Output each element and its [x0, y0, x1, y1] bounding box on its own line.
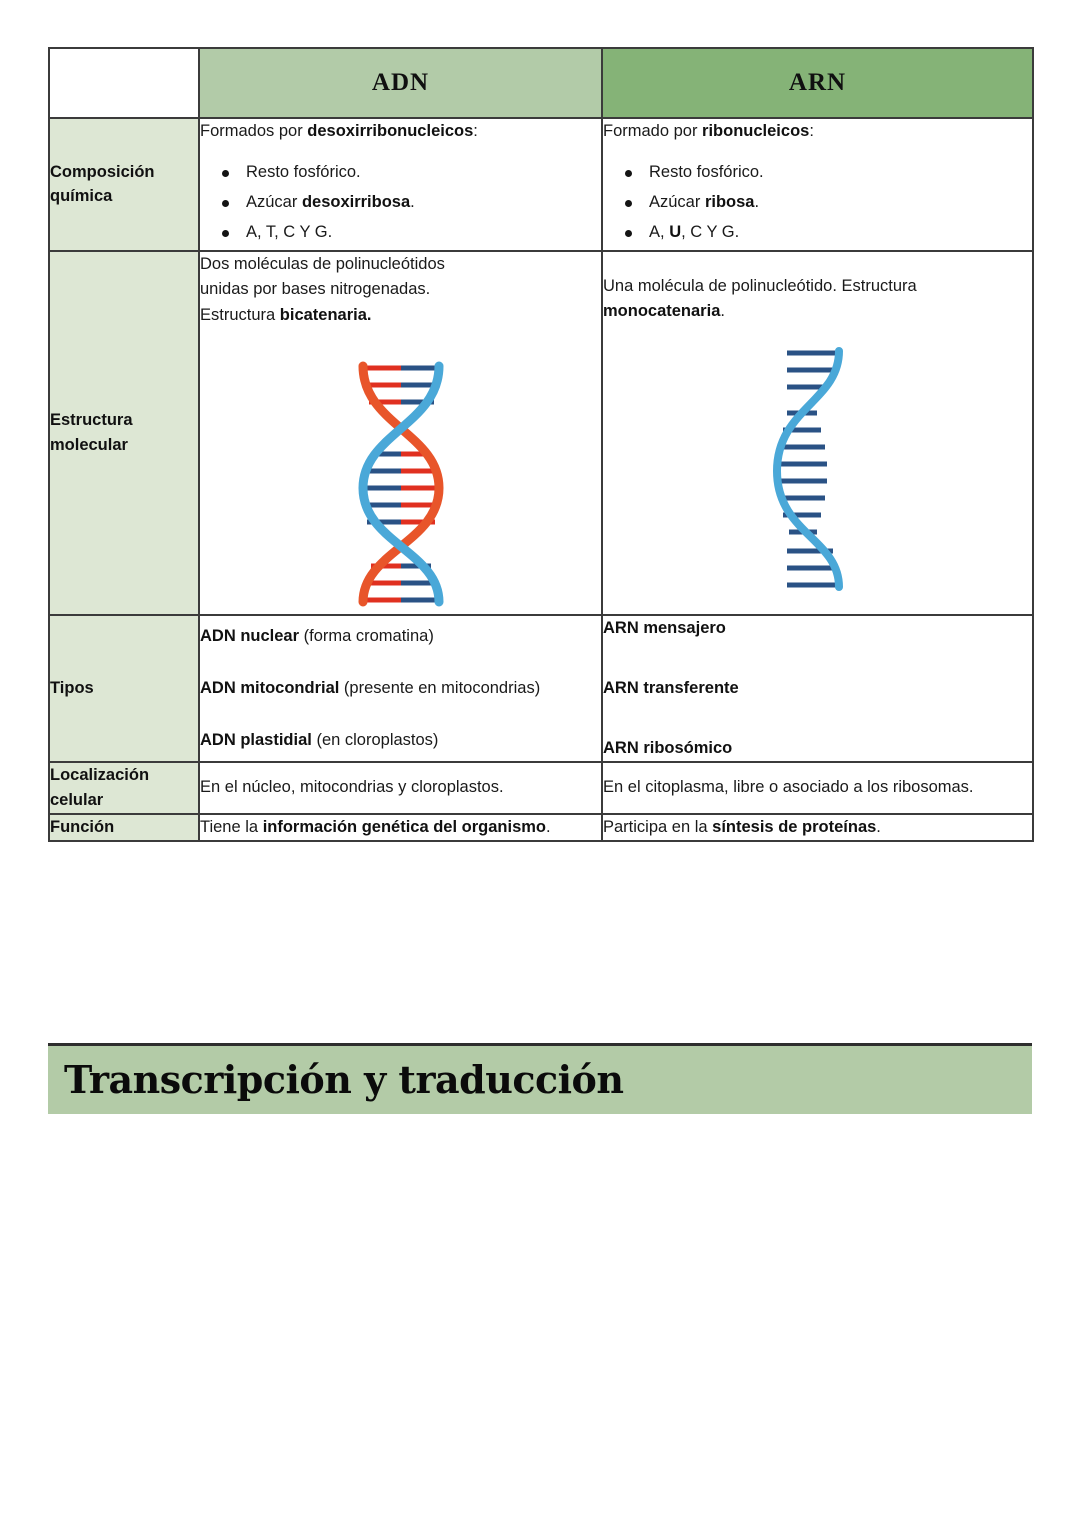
bullet-text: Resto fosfórico. [649, 162, 764, 181]
adn-estructura-line3-bold: bicatenaria. [279, 305, 372, 324]
table-header-row: ADN ARN [48, 47, 1034, 119]
arn-funcion-bold: síntesis de proteínas [712, 817, 877, 836]
adn-funcion-plain: Tiene la [200, 817, 263, 836]
arn-lead-tail: : [809, 122, 814, 140]
section-banner: Transcripción y traducción [48, 1043, 1032, 1114]
adn-tipo-item: ADN mitocondrial (presente en mitocondri… [200, 676, 601, 702]
row-label-funcion: Función [48, 812, 200, 843]
adn-tipo-bold: ADN mitocondrial [200, 678, 340, 697]
adn-lead-bold: desoxirribonucleicos [307, 122, 474, 140]
arn-estructura-line1: Una molécula de polinucleótido. Estructu… [603, 276, 917, 295]
adn-funcion-tail: . [546, 817, 551, 836]
adn-tipo-bold: ADN nuclear [200, 627, 300, 646]
cell-adn-composicion: Formados por desoxirribonucleicos: Resto… [198, 117, 603, 252]
row-label-localizacion-celular: Localización celular [48, 761, 200, 815]
list-item: Azúcar desoxirribosa. [220, 189, 601, 215]
adn-lead-plain: Formados por [200, 122, 308, 140]
dna-figure-wrapper [200, 354, 601, 614]
adn-lead-tail: : [473, 122, 478, 140]
row-label-tipos: Tipos [48, 614, 200, 764]
bullet-bold: U [669, 223, 682, 242]
dna-strand-orange [358, 361, 444, 607]
bullet-text: Azúcar [649, 192, 705, 211]
list-item: Azúcar ribosa. [623, 189, 1032, 215]
adn-tipo-item: ADN nuclear (forma cromatina) [200, 624, 601, 650]
arn-funcion-plain: Participa en la [603, 817, 713, 836]
adn-tipo-plain: (en cloroplastos) [311, 730, 439, 749]
section-title: Transcripción y traducción [64, 1057, 624, 1102]
cell-adn-localizacion: En el núcleo, mitocondrias y cloroplasto… [198, 761, 603, 815]
table-row-tipos: Tipos ADN nuclear (forma cromatina) ADN … [48, 614, 1034, 764]
arn-tipo-item: ARN transferente [603, 676, 1032, 702]
adn-estructura-line3: Estructura bicatenaria. [200, 303, 601, 329]
adn-estructura-line2: unidas por bases nitrogenadas. [200, 280, 431, 299]
table-row-funcion: Función Tiene la información genética de… [48, 812, 1034, 843]
header-arn: ARN [601, 47, 1034, 119]
arn-tipo-item: ARN mensajero [603, 616, 1032, 642]
bullet-bold: desoxirribosa [301, 192, 411, 211]
bullet-text: Azúcar [246, 192, 302, 211]
cell-arn-composicion: Formado por ribonucleicos: Resto fosfóri… [601, 117, 1034, 252]
arn-composicion-bullets: Resto fosfórico. Azúcar ribosa. A, U, C … [603, 159, 1032, 246]
arn-composicion-lead: Formado por ribonucleicos: [603, 119, 1032, 145]
bullet-tail: . [754, 192, 760, 211]
bullet-tail: . [410, 192, 415, 211]
adn-composicion-lead: Formados por desoxirribonucleicos: [200, 119, 601, 145]
arn-tipo-bold: ARN transferente [603, 678, 739, 697]
arn-estructura-line2-tail: . [720, 302, 725, 321]
cell-arn-tipos: ARN mensajero ARN transferente ARN ribos… [601, 614, 1034, 764]
header-adn: ADN [198, 47, 603, 119]
cell-adn-tipos: ADN nuclear (forma cromatina) ADN mitoco… [198, 614, 603, 764]
arn-tipo-bold: ARN ribosómico [603, 738, 733, 757]
row-label-composicion-quimica: Composición química [48, 117, 200, 252]
arn-estructura-line2: monocatenaria. [603, 299, 1032, 325]
adn-arn-comparison-table: ADN ARN Composición química Formados por… [48, 47, 1034, 843]
arn-funcion-tail: . [876, 817, 881, 836]
rna-strand-blue [772, 346, 843, 591]
cell-arn-localizacion: En el citoplasma, libre o asociado a los… [601, 761, 1034, 815]
arn-tipo-bold: ARN mensajero [603, 619, 726, 638]
header-empty-cell [48, 47, 200, 119]
adn-tipo-item: ADN plastidial (en cloroplastos) [200, 728, 601, 754]
list-item: Resto fosfórico. [220, 159, 601, 185]
bullet-text: A, T, C Y G. [246, 223, 333, 242]
dna-strand-blue [357, 361, 443, 607]
arn-lead-bold: ribonucleicos [702, 122, 810, 140]
list-item: Resto fosfórico. [623, 159, 1032, 185]
cell-adn-funcion: Tiene la información genética del organi… [198, 812, 603, 843]
bullet-text: Resto fosfórico. [246, 162, 361, 181]
bullet-text: A, [649, 223, 670, 242]
adn-tipo-plain: (presente en mitocondrias) [339, 678, 541, 697]
cell-arn-funcion: Participa en la síntesis de proteínas. [601, 812, 1034, 843]
arn-estructura-line2-bold: monocatenaria [603, 302, 721, 321]
cell-arn-estructura: Una molécula de polinucleótido. Estructu… [601, 249, 1034, 617]
bullet-bold: ribosa [704, 192, 755, 211]
table-row-estructura-molecular: Estructura molecular Dos moléculas de po… [48, 249, 1034, 617]
adn-tipo-plain: (forma cromatina) [299, 627, 434, 646]
adn-estructura-line1: Dos moléculas de polinucleótidos [200, 254, 445, 273]
cell-adn-estructura: Dos moléculas de polinucleótidos unidas … [198, 249, 603, 617]
list-item: A, U, C Y G. [623, 219, 1032, 245]
adn-tipo-bold: ADN plastidial [200, 730, 312, 749]
arn-tipo-item: ARN ribosómico [603, 736, 1032, 762]
bullet-tail: , C Y G. [681, 223, 740, 242]
adn-funcion-bold: información genética del organismo [262, 817, 546, 836]
arn-lead-plain: Formado por [603, 122, 703, 140]
adn-composicion-bullets: Resto fosfórico. Azúcar desoxirribosa. A… [200, 159, 601, 246]
adn-estructura-line3-plain: Estructura [200, 305, 280, 324]
dna-double-helix-icon [357, 361, 444, 607]
table-row-localizacion-celular: Localización celular En el núcleo, mitoc… [48, 761, 1034, 815]
row-label-estructura-molecular: Estructura molecular [48, 249, 200, 617]
rna-single-strand-icon [772, 346, 843, 591]
table-row-composicion-quimica: Composición química Formados por desoxir… [48, 117, 1034, 252]
rna-figure-wrapper [603, 343, 1032, 593]
list-item: A, T, C Y G. [220, 219, 601, 245]
